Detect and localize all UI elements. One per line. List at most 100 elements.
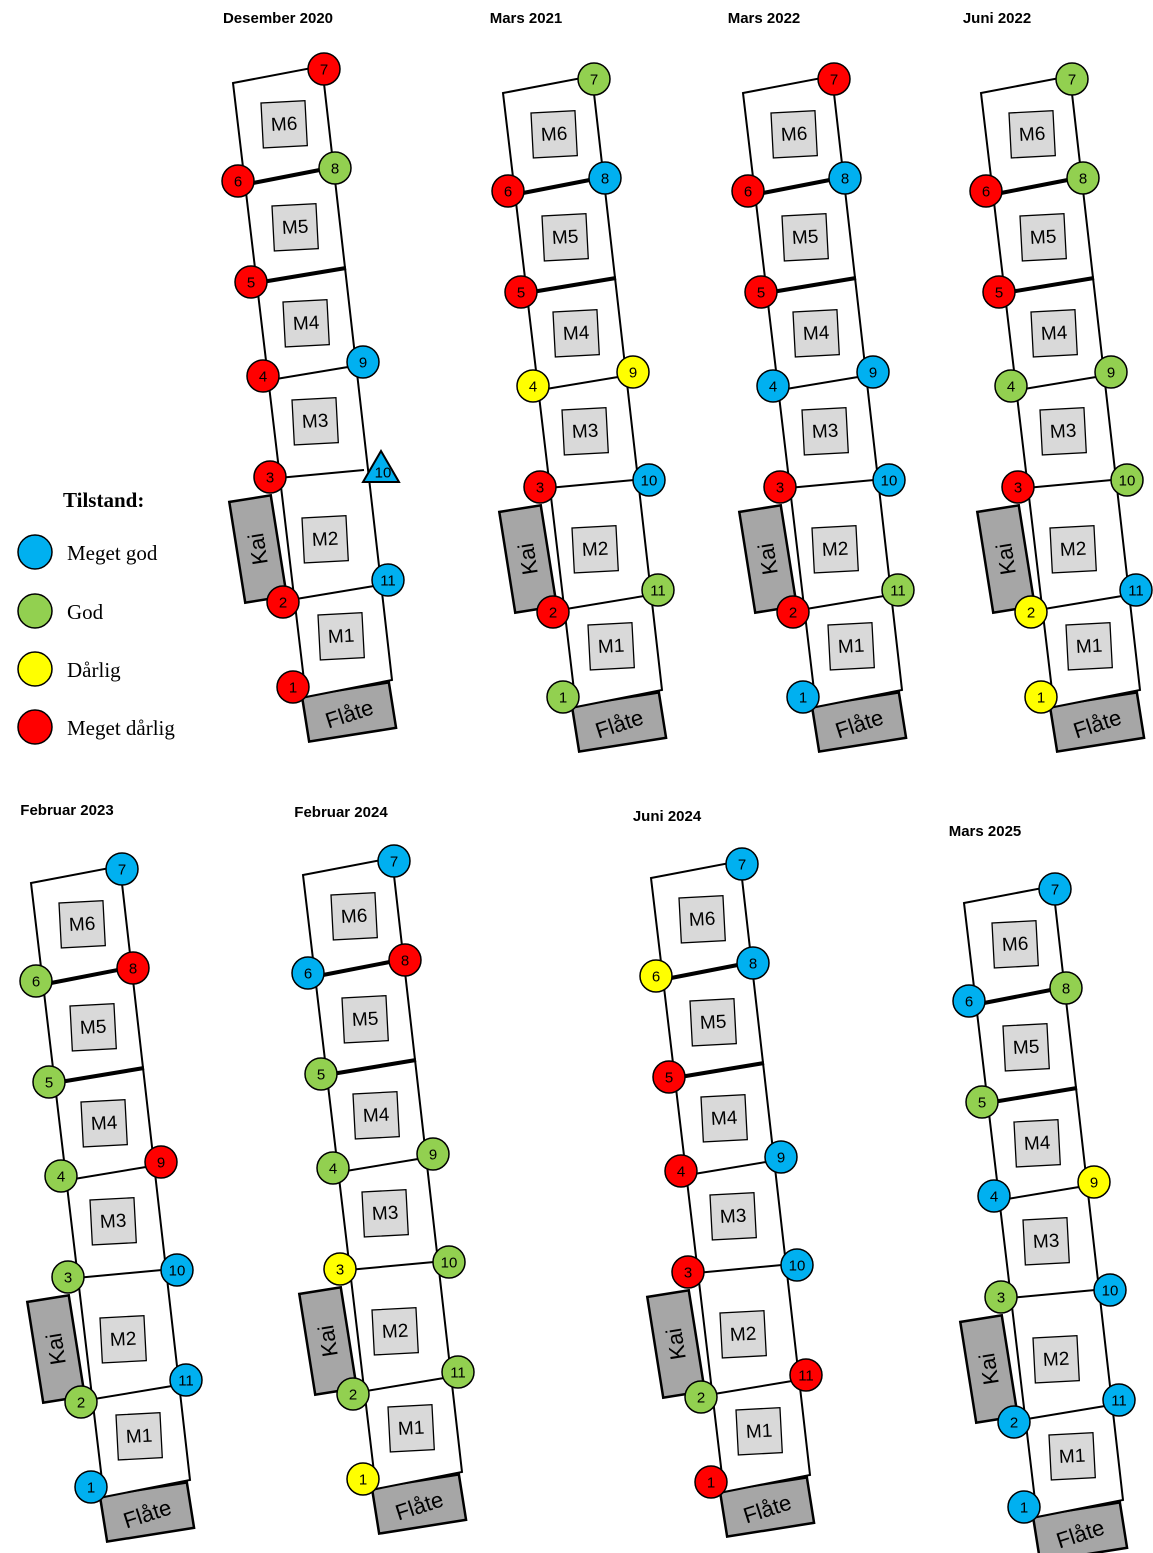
- kai-box: [497, 503, 559, 615]
- measurement-point-marker: [632, 463, 666, 497]
- module-label: M6: [68, 914, 95, 936]
- module-rect: [341, 995, 389, 1044]
- measurement-point-marker: [221, 164, 255, 198]
- measurement-point-marker: [169, 1363, 203, 1397]
- measurement-point-marker: [736, 946, 770, 980]
- measurement-point-marker: [64, 1385, 98, 1419]
- section-boundary: [1025, 479, 1113, 489]
- measurement-point-marker: [997, 1405, 1031, 1439]
- measurement-point: 5: [982, 275, 1016, 309]
- module-label: M2: [1042, 1349, 1069, 1371]
- measurement-point-label: 5: [247, 275, 255, 292]
- legend-label-god: God: [67, 600, 104, 624]
- module-box: M4: [552, 309, 600, 358]
- measurement-point: 10: [361, 449, 401, 483]
- measurement-point-label: 2: [77, 1395, 85, 1412]
- measurement-point-label: 9: [869, 365, 877, 382]
- module-label: M5: [351, 1009, 378, 1031]
- flate-fixture: Flåte: [810, 690, 908, 754]
- module-box: M3: [1022, 1217, 1070, 1266]
- measurement-point-marker: [965, 1085, 999, 1119]
- module-box: M2: [571, 525, 619, 574]
- measurement-point: 4: [756, 369, 790, 403]
- section-boundary: [347, 1261, 435, 1271]
- measurement-point: 4: [994, 369, 1028, 403]
- module-rect: [99, 1315, 147, 1364]
- measurement-point-label: 2: [549, 605, 557, 622]
- measurement-point-label: 5: [978, 1095, 986, 1112]
- module-label: M6: [1001, 934, 1028, 956]
- module-label: M5: [79, 1017, 106, 1039]
- module-label: M1: [597, 636, 624, 658]
- measurement-point-marker: [616, 355, 650, 389]
- module-box: M6: [678, 895, 726, 944]
- module-rect: [1008, 110, 1056, 159]
- module-box: M3: [801, 407, 849, 456]
- section-boundary: [787, 479, 875, 489]
- measurement-point: 9: [856, 355, 890, 389]
- module-rect: [735, 1407, 783, 1456]
- module-label: M3: [301, 411, 328, 433]
- measurement-point-label: 5: [757, 285, 765, 302]
- kai-box: [737, 503, 799, 615]
- measurement-point-marker: [639, 959, 673, 993]
- measurement-point-label: 4: [529, 379, 537, 396]
- module-box: M2: [371, 1307, 419, 1356]
- module-box: M2: [99, 1315, 147, 1364]
- measurement-point-label: 8: [749, 956, 757, 973]
- module-box: M3: [1039, 407, 1087, 456]
- measurement-point: 5: [965, 1085, 999, 1119]
- measurement-point-label: 7: [738, 857, 746, 874]
- module-label: M5: [1012, 1037, 1039, 1059]
- module-box: M3: [709, 1192, 757, 1241]
- measurement-point-label: 2: [1010, 1415, 1018, 1432]
- measurement-point-marker: [323, 1252, 357, 1286]
- measurement-point-label: 8: [401, 953, 409, 970]
- module-box: M4: [282, 299, 330, 348]
- measurement-point: 8: [1066, 161, 1100, 195]
- module-label: M6: [540, 124, 567, 146]
- measurement-point-marker: [44, 1159, 78, 1193]
- measurement-point-label: 2: [279, 595, 287, 612]
- module-label: M1: [837, 636, 864, 658]
- measurement-point: 8: [116, 951, 150, 985]
- measurement-point: 8: [828, 161, 862, 195]
- measurement-point: 2: [684, 1380, 718, 1414]
- measurement-point: 4: [246, 359, 280, 393]
- measurement-point-marker: [336, 1377, 370, 1411]
- module-label: M4: [1023, 1133, 1051, 1155]
- measurement-point-marker: [304, 1057, 338, 1091]
- measurement-point: 3: [323, 1252, 357, 1286]
- module-rect: [801, 407, 849, 456]
- module-box: M3: [291, 397, 339, 446]
- section-boundary: [75, 1269, 163, 1279]
- measurement-point: 2: [1014, 595, 1048, 629]
- measurement-point-marker: [1093, 1273, 1127, 1307]
- measurement-point-label: 4: [677, 1164, 685, 1181]
- module-label: M2: [729, 1324, 756, 1346]
- measurement-point: 6: [639, 959, 673, 993]
- measurement-point: 1: [346, 1462, 380, 1496]
- measurement-point-marker: [652, 1060, 686, 1094]
- panel-title: Mars 2021: [490, 10, 563, 27]
- section-boundary: [1009, 276, 1095, 294]
- measurement-point-label: 7: [118, 862, 126, 879]
- measurement-point: 11: [641, 573, 675, 607]
- section-boundary: [289, 584, 381, 601]
- module-rect: [709, 1192, 757, 1241]
- module-rect: [678, 895, 726, 944]
- measurement-point-marker: [19, 964, 53, 998]
- module-box: M1: [735, 1407, 783, 1456]
- measurement-point: 10: [780, 1248, 814, 1282]
- measurement-point-label: 11: [380, 573, 396, 590]
- module-box: M4: [1013, 1119, 1061, 1168]
- measurement-point: 3: [253, 460, 287, 494]
- module-rect: [361, 1189, 409, 1238]
- measurement-point: 6: [19, 964, 53, 998]
- measurement-point-marker: [144, 1145, 178, 1179]
- measurement-point: 11: [1119, 573, 1153, 607]
- measurement-point-marker: [969, 174, 1003, 208]
- kai-box: [975, 503, 1037, 615]
- measurement-point-label: 10: [641, 473, 658, 490]
- measurement-point: 7: [307, 52, 341, 86]
